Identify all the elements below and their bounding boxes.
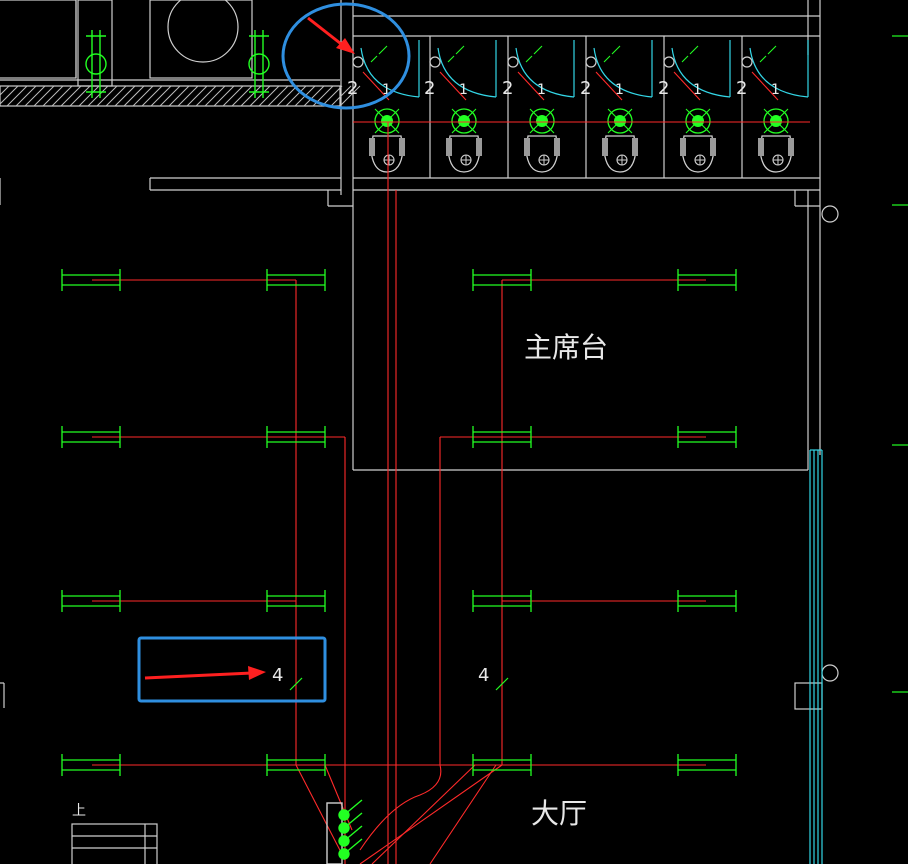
highlight-ellipse: [281, 2, 411, 110]
stair-up-label: 上: [72, 803, 86, 819]
stall-tag-label: 1: [537, 82, 546, 98]
hatch-stroke: [42, 85, 64, 107]
hatch-stroke: [195, 85, 217, 107]
right-edge-ticks: [892, 35, 908, 693]
hatch-stroke: [168, 85, 190, 107]
luminaire: [61, 269, 121, 291]
hatch-stroke: [258, 85, 280, 107]
hatch-stroke: [240, 85, 262, 107]
annotation-arrow-bottom: [144, 671, 253, 680]
stall-tag-label: 1: [693, 82, 702, 98]
hatch-stroke: [321, 85, 343, 107]
luminaire: [266, 754, 326, 776]
annotations: [137, 2, 411, 703]
luminaire: [61, 590, 121, 612]
stall-tag-label: 1: [615, 82, 624, 98]
annotation-arrow-top: [307, 16, 346, 49]
hatch-stroke: [105, 85, 127, 107]
hatch-stroke: [150, 85, 172, 107]
highlight-box: [137, 636, 327, 703]
hall-label: 大厅: [531, 797, 587, 830]
walls: [0, 0, 839, 864]
hatch-stroke: [87, 85, 109, 107]
hatch-stroke: [276, 85, 298, 107]
hatch-stroke: [69, 85, 91, 107]
hatch-stroke: [204, 85, 226, 107]
luminaire: [266, 590, 326, 612]
hatch-stroke: [24, 85, 46, 107]
hatch-stroke: [330, 85, 352, 107]
hatch-stroke: [78, 85, 100, 107]
hatch-stroke: [222, 85, 244, 107]
hatch-stroke: [339, 85, 361, 107]
stall-tag-label: 1: [382, 82, 391, 98]
stall-circuit-label: 2: [347, 78, 358, 99]
hatch-stroke: [213, 85, 235, 107]
distribution-panel: [326, 799, 363, 864]
hatch-stroke: [285, 85, 307, 107]
hatch-stroke: [114, 85, 136, 107]
stall-tag-label: 1: [459, 82, 468, 98]
circuit-ticks: [289, 677, 509, 691]
hatch-stroke: [249, 85, 271, 107]
luminaire: [266, 269, 326, 291]
hatch-stroke: [132, 85, 154, 107]
luminaire: [677, 754, 737, 776]
hatch-stroke: [303, 85, 325, 107]
stall-circuit-label: 2: [424, 78, 435, 99]
hatch-stroke: [123, 85, 145, 107]
luminaire: [266, 426, 326, 448]
hatch-stroke: [267, 85, 289, 107]
stall-circuit-label: 2: [580, 78, 591, 99]
stall-circuit-label: 2: [658, 78, 669, 99]
annotation-arrowhead-top: [336, 38, 355, 54]
luminaire: [472, 426, 532, 448]
circuit-number-right: 4: [478, 665, 489, 686]
hatch-stroke: [231, 85, 253, 107]
hatch-stroke: [186, 85, 208, 107]
glass-curtain-wall: [809, 449, 823, 864]
hatch-stroke: [0, 85, 10, 96]
hatch-stroke: [33, 85, 55, 107]
hatch-stroke: [6, 85, 28, 107]
hatch-stroke: [0, 85, 19, 105]
circuit-number-left: 4: [272, 665, 283, 686]
luminaire: [677, 426, 737, 448]
hatch-stroke: [141, 85, 163, 107]
luminaire: [472, 590, 532, 612]
hatch-stroke: [177, 85, 199, 107]
luminaire: [472, 754, 532, 776]
hatch-stroke: [96, 85, 118, 107]
annotation-arrowhead-bottom: [248, 666, 266, 680]
luminaire: [472, 269, 532, 291]
wall-hatch: [0, 85, 361, 107]
luminaire: [61, 754, 121, 776]
luminaire: [677, 590, 737, 612]
hatch-stroke: [15, 85, 37, 107]
hatch-stroke: [159, 85, 181, 107]
presidium-label: 主席台: [524, 331, 608, 364]
hatch-stroke: [60, 85, 82, 107]
wiring: [92, 121, 810, 864]
stall-circuit-label: 2: [502, 78, 513, 99]
luminaire: [677, 269, 737, 291]
left-room-fixtures: [85, 30, 270, 98]
hatch-stroke: [51, 85, 73, 107]
stall-tag-label: 1: [771, 82, 780, 98]
luminaire: [61, 426, 121, 448]
stall-circuit-label: 2: [736, 78, 747, 99]
linear-luminaires: [61, 269, 737, 776]
